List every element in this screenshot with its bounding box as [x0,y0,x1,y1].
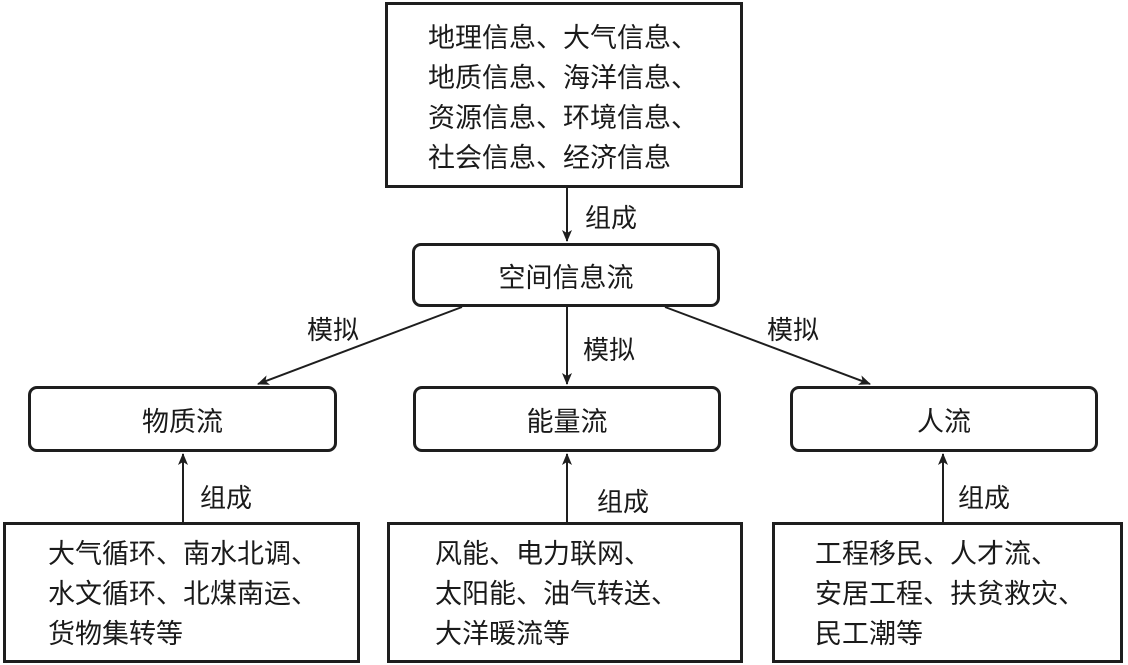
example-line: 安居工程、扶贫救灾、 [815,579,1085,610]
compose-label-people: 组成 [958,484,1011,514]
compose-label-energy: 组成 [597,488,650,518]
info-line: 社会信息、经济信息 [428,143,671,174]
simulate-label-right: 模拟 [767,316,820,346]
material-flow-examples-box: 大气循环、南水北调、 水文循环、北煤南运、 货物集转等 [3,522,360,663]
node-label: 能量流 [526,406,608,438]
example-line: 工程移民、人才流、 [815,539,1058,570]
example-line: 大洋暖流等 [435,619,570,650]
people-flow-examples-box: 工程移民、人才流、 安居工程、扶贫救灾、 民工潮等 [772,522,1123,663]
example-line: 太阳能、油气转送、 [435,579,678,610]
example-line: 大气循环、南水北调、 [48,539,318,570]
example-line: 民工潮等 [815,619,923,650]
info-line: 地理信息、大气信息、 [428,23,698,54]
info-line: 地质信息、海洋信息、 [428,63,698,94]
spatial-information-flow-node: 空间信息流 [412,243,720,307]
arrow-center-to-material [257,306,463,385]
node-label: 物质流 [142,406,223,438]
simulate-label-left: 模拟 [307,316,360,346]
example-line: 风能、电力联网、 [435,539,651,570]
example-line: 货物集转等 [48,619,183,650]
example-line: 水文循环、北煤南运、 [48,579,318,610]
node-label: 人流 [917,406,971,438]
material-flow-node: 物质流 [28,386,337,452]
compose-label-material: 组成 [200,484,253,514]
node-label: 空间信息流 [498,262,634,294]
people-flow-node: 人流 [790,386,1098,452]
top-compose-label: 组成 [585,204,638,234]
energy-flow-examples-box: 风能、电力联网、 太阳能、油气转送、 大洋暖流等 [387,522,743,663]
simulate-label-middle: 模拟 [583,336,636,366]
energy-flow-node: 能量流 [413,386,721,452]
info-line: 资源信息、环境信息、 [428,103,698,134]
spatial-information-types-box: 地理信息、大气信息、 地质信息、海洋信息、 资源信息、环境信息、 社会信息、经济… [385,2,743,188]
arrow-center-to-people [664,306,871,385]
